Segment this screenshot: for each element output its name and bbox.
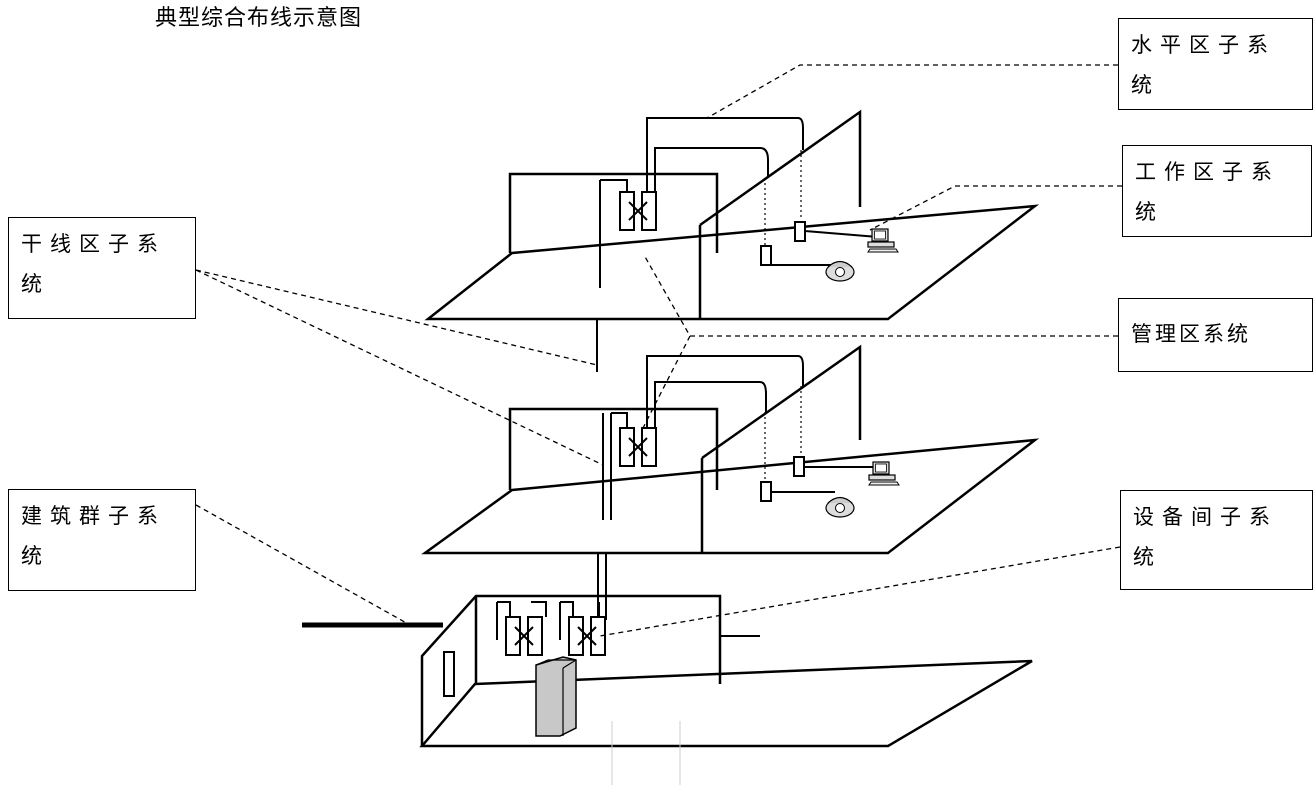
leader-campus xyxy=(196,505,410,625)
server-cabinet-icon xyxy=(536,657,576,736)
faint-guides xyxy=(612,721,680,785)
leader-work-area xyxy=(870,186,1122,230)
top-floor-back-room xyxy=(510,174,717,253)
top-partition-top xyxy=(700,112,860,225)
top-patch-panel xyxy=(620,192,656,230)
leader-admin-top xyxy=(644,255,1118,336)
middle-floor-plate xyxy=(425,440,1035,553)
campus-subsystem-label: 建筑群子系统 xyxy=(8,489,196,591)
leader-backbone-middle xyxy=(196,270,603,465)
top-telephone-icon xyxy=(826,262,854,282)
middle-computer-icon xyxy=(869,462,899,485)
ground-floor xyxy=(422,596,1032,746)
wall-outlet xyxy=(444,652,454,696)
middle-telephone-icon xyxy=(826,498,854,518)
top-computer-icon xyxy=(868,229,898,252)
leader-equipment xyxy=(600,547,1120,636)
work-area-subsystem-label: 工作区子系统 xyxy=(1122,145,1312,237)
top-floor xyxy=(428,112,1035,319)
leader-horizontal xyxy=(707,65,1118,118)
backbone-subsystem-label: 干线区子系统 xyxy=(8,217,196,319)
equipment-room-subsystem-label: 设备间子系统 xyxy=(1120,490,1313,590)
leader-lines xyxy=(196,65,1122,636)
diagram-title: 典型综合布线示意图 xyxy=(155,0,362,32)
ground-floor-plate xyxy=(422,661,1032,746)
leader-backbone-top xyxy=(196,270,597,365)
middle-partition-top xyxy=(702,347,860,458)
middle-floor-back-room xyxy=(510,409,717,490)
top-floor-plate xyxy=(428,206,1035,319)
middle-floor xyxy=(425,347,1035,553)
horizontal-subsystem-label: 水平区子系统 xyxy=(1118,18,1313,110)
administration-subsystem-label: 管理区系统 xyxy=(1118,298,1313,372)
